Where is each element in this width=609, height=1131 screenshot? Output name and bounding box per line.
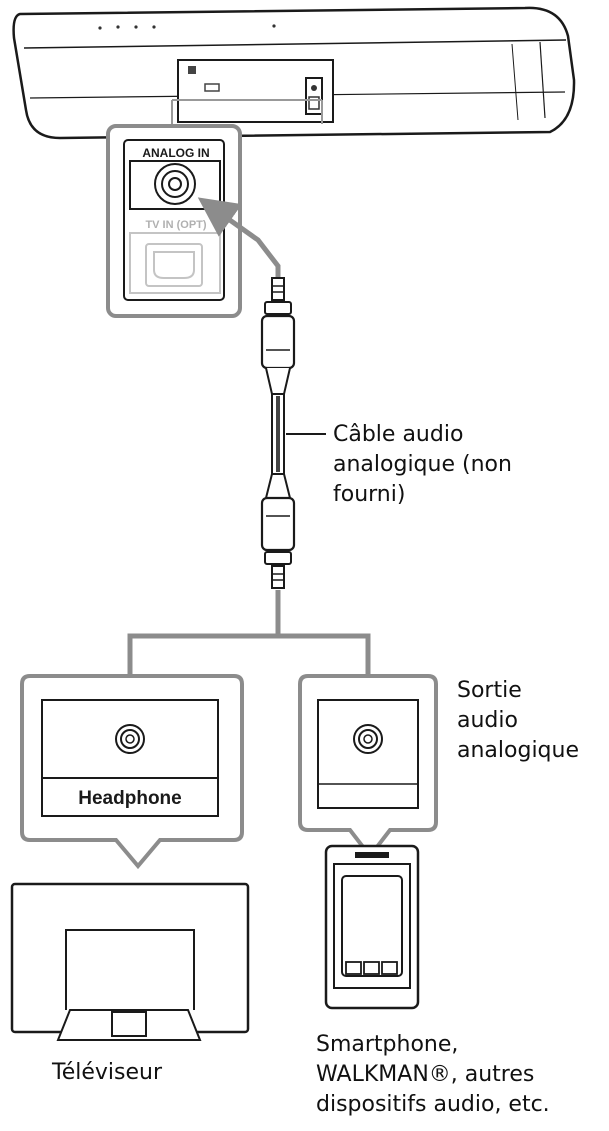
headphone-label: Headphone — [78, 788, 181, 809]
tv-headphone-jack — [115, 724, 145, 754]
soundbar — [12, 6, 576, 140]
smartphone-icon — [324, 844, 420, 1010]
television-icon — [10, 882, 250, 1041]
phone-label-line: WALKMAN®, autres — [316, 1062, 535, 1087]
analog-output-label-line: analogique — [457, 738, 579, 763]
analog-in-label: ANALOG IN — [142, 146, 209, 160]
phone-label-line: dispositifs audio, etc. — [316, 1092, 550, 1117]
cable-label-line: fourni) — [333, 482, 406, 507]
analog-output-label-line: audio — [457, 708, 518, 733]
top-plug — [260, 277, 296, 395]
analog-in-jack — [154, 163, 196, 205]
tv-in-opt-label: TV IN (OPT) — [145, 219, 206, 231]
analog-output-label: Sortie audio analogique — [457, 676, 579, 766]
tv-output-bubble: Headphone — [20, 674, 244, 870]
optical-in-jack — [145, 243, 203, 287]
phone-output-bubble — [298, 674, 438, 860]
bottom-plug — [260, 473, 296, 589]
cable-label-line: analogique (non — [333, 452, 512, 477]
cable-label-line: Câble audio — [333, 422, 464, 447]
phone-label: Smartphone, WALKMAN®, autres dispositifs… — [316, 1030, 550, 1120]
tv-label: Téléviseur — [52, 1060, 162, 1085]
phone-audio-jack — [353, 724, 383, 754]
cable-wire — [271, 393, 285, 475]
phone-label-line: Smartphone, — [316, 1032, 459, 1057]
cable-label: Câble audio analogique (non fourni) — [333, 420, 512, 510]
audio-cable — [197, 197, 326, 589]
analog-output-label-line: Sortie — [457, 678, 522, 703]
soundbar-input-panel: ANALOG IN TV IN (OPT) — [106, 124, 242, 318]
